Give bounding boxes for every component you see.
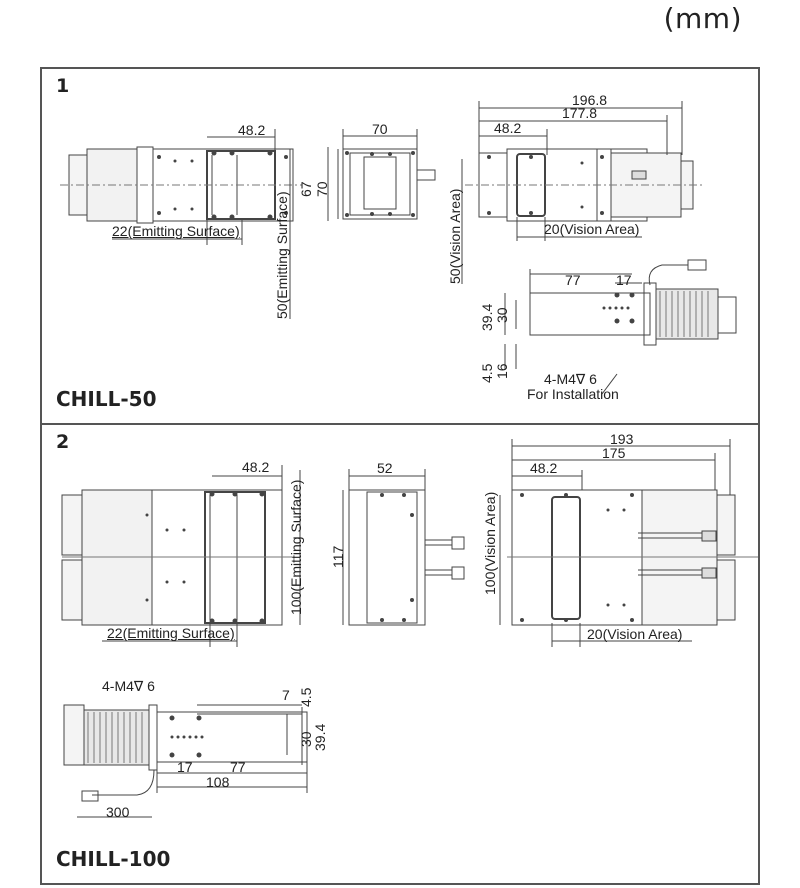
dim-emitting-surface-v: 50(Emitting Surface) [274,191,290,319]
drawing-chill-50 [60,101,737,395]
dim-vision-area-v: 50(Vision Area) [447,188,463,284]
dim-7: 7 [282,687,290,703]
dim-39-4: 39.4 [312,723,328,751]
note-screw: 4-M4∇ 6 [102,678,155,694]
dim-side-height: 117 [330,545,346,568]
panel-number: 1 [56,75,70,97]
dim-front-width: 48.2 [238,122,266,138]
side-view [342,469,465,626]
side-view [327,129,436,221]
dim-17: 17 [177,759,193,775]
dim-emitting-surface-h: 22(Emitting Surface) [107,625,235,641]
dim-300: 300 [106,804,130,820]
dim-bottom-17: 17 [616,272,632,288]
dim-108: 108 [206,774,230,790]
dim-top-left: 48.2 [494,120,522,136]
dim-side-width: 70 [372,121,388,137]
dim-top-mid: 175 [602,445,626,461]
note-screw: 4-M4∇ 6 [544,371,597,387]
bottom-view [504,259,737,395]
top-view [461,101,702,284]
front-view [60,129,302,319]
panel-number: 2 [56,431,70,453]
dim-top-left: 48.2 [530,460,558,476]
unit-label: (mm) [663,2,742,35]
top-view [499,439,758,647]
dim-top-mid: 177.8 [562,105,598,121]
dim-4-5: 4.5 [298,687,314,707]
dim-bottom-30: 30 [494,307,510,323]
dim-front-width: 48.2 [242,459,270,475]
panel-chill-50: 1 CHILL-50 [40,67,760,425]
dim-77: 77 [230,759,246,775]
model-name: CHILL-100 [56,847,171,871]
dim-emitting-surface-h: 22(Emitting Surface) [112,223,240,239]
dim-bottom-16: 16 [494,363,510,379]
panel-chill-100: 2 CHILL-100 [40,423,760,885]
dim-bottom-39-4: 39.4 [479,303,495,331]
dim-side-outer-height: 70 [314,181,330,197]
model-name: CHILL-50 [56,387,157,411]
dim-top-total: 196.8 [572,92,608,108]
dim-top-total: 193 [610,431,634,447]
bottom-view [63,704,308,818]
dim-vision-area-h: 20(Vision Area) [587,626,683,642]
dim-bottom-4-5: 4.5 [479,363,495,383]
drawing-chill-100 [61,439,758,818]
dim-side-width: 52 [377,460,393,476]
dim-vision-area-v: 100(Vision Area) [482,491,498,595]
dim-emitting-surface-v: 100(Emitting Surface) [288,479,304,615]
dim-side-inner-height: 67 [298,181,314,197]
dim-bottom-77: 77 [565,272,581,288]
dim-vision-area-h: 20(Vision Area) [544,221,640,237]
note-installation: For Installation [527,386,619,402]
front-view [61,465,301,647]
